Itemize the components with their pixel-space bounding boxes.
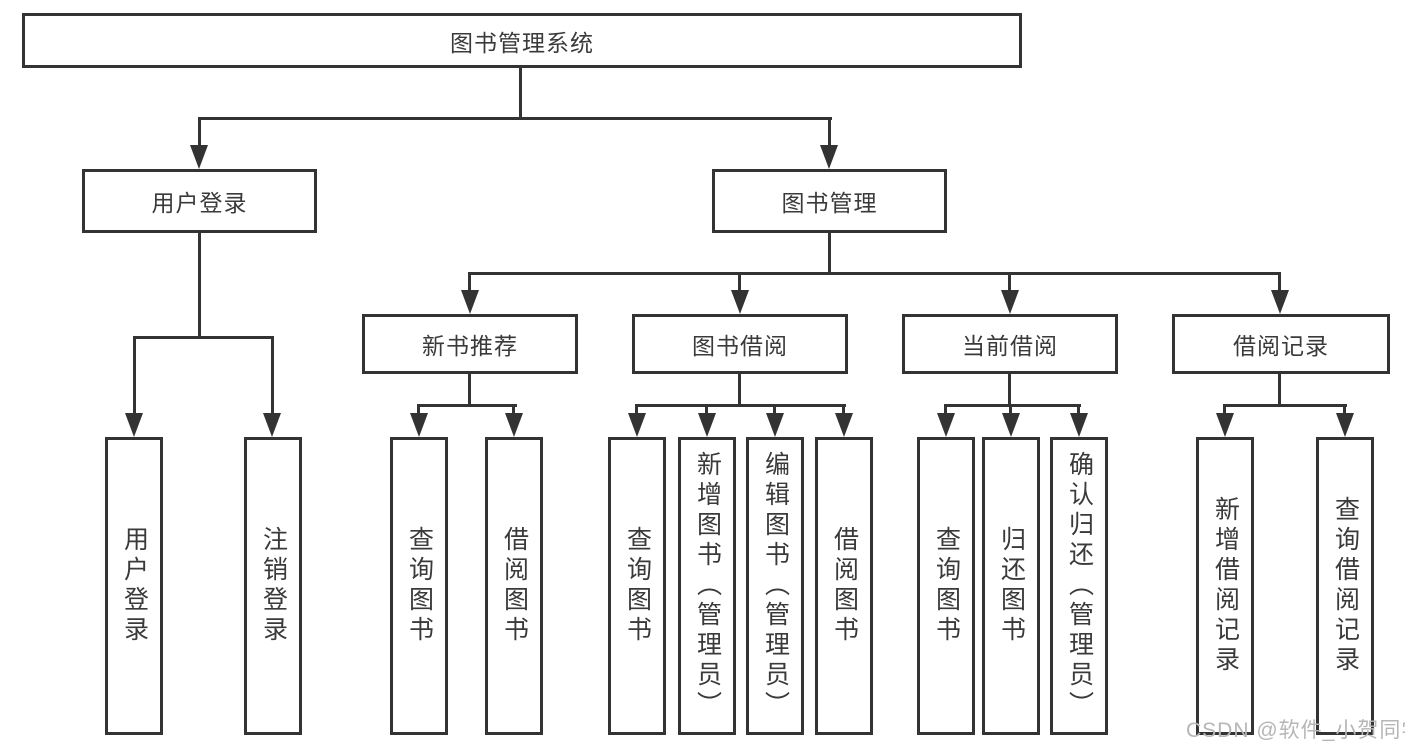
leaf-borrow-book: 借阅图书 xyxy=(815,437,873,735)
leaf-query-book-current: 查询图书 xyxy=(917,437,975,735)
connector-line xyxy=(468,374,471,406)
connector-line xyxy=(738,374,741,406)
leaf-add-book-admin: 新增图书（管理员） xyxy=(678,437,736,735)
leaf-borrow-book-label: 借阅图书 xyxy=(830,526,859,646)
arrow-head xyxy=(410,413,428,437)
connector-line xyxy=(1343,404,1346,416)
watermark: CSDN @软件_小贺同学 xyxy=(1186,719,1405,742)
connector-line xyxy=(738,272,741,296)
connector-line xyxy=(198,233,201,337)
connector-line xyxy=(705,404,708,416)
leaf-logout: 注销登录 xyxy=(244,437,302,735)
arrow-head xyxy=(1001,290,1019,314)
leaf-user-login: 用户登录 xyxy=(105,437,163,735)
leaf-add-borrow-record: 新增借阅记录 xyxy=(1196,437,1254,735)
arrow-head xyxy=(835,413,853,437)
leaf-return-book: 归还图书 xyxy=(982,437,1040,735)
leaf-add-borrow-record-label: 新增借阅记录 xyxy=(1211,496,1240,676)
node-current-borrow-label: 当前借阅 xyxy=(962,333,1058,359)
arrow-head xyxy=(628,413,646,437)
node-root-label: 图书管理系统 xyxy=(450,29,594,56)
connector-line xyxy=(468,272,1281,275)
leaf-query-book-borrow: 查询图书 xyxy=(608,437,666,735)
leaf-borrow-book-recommend: 借阅图书 xyxy=(485,437,543,735)
leaf-edit-book-admin-label: 编辑图书（管理员） xyxy=(761,451,790,721)
node-book-borrow: 图书借阅 xyxy=(632,314,848,374)
leaf-logout-label: 注销登录 xyxy=(259,526,288,646)
connector-line xyxy=(1077,404,1080,416)
node-user-login-label: 用户登录 xyxy=(151,190,248,216)
connector-line xyxy=(417,404,420,416)
connector-line xyxy=(1223,404,1347,407)
connector-line xyxy=(519,68,522,118)
leaf-query-borrow-record: 查询借阅记录 xyxy=(1316,437,1374,735)
node-borrow-records: 借阅记录 xyxy=(1172,314,1390,374)
leaf-query-book-recommend-label: 查询图书 xyxy=(405,526,434,646)
leaf-borrow-book-recommend-label: 借阅图书 xyxy=(500,526,529,646)
leaf-user-login-label: 用户登录 xyxy=(120,526,149,646)
connector-line xyxy=(512,404,515,416)
connector-line xyxy=(198,117,832,120)
connector-line xyxy=(828,117,831,151)
connector-line xyxy=(1278,272,1281,296)
arrow-head xyxy=(731,290,749,314)
connector-line xyxy=(1009,404,1012,416)
leaf-add-book-admin-label: 新增图书（管理员） xyxy=(693,451,722,721)
node-book-management-label: 图书管理 xyxy=(781,190,878,216)
connector-line xyxy=(1223,404,1226,416)
node-current-borrow: 当前借阅 xyxy=(902,314,1118,374)
connector-line xyxy=(635,404,638,416)
leaf-query-book-recommend: 查询图书 xyxy=(390,437,448,735)
node-new-book-recommend-label: 新书推荐 xyxy=(422,333,518,359)
connector-line xyxy=(842,404,845,416)
node-user-login: 用户登录 xyxy=(82,169,317,233)
arrow-head xyxy=(125,413,143,437)
connector-line xyxy=(417,404,517,407)
connector-line xyxy=(773,404,776,416)
arrow-head xyxy=(461,290,479,314)
arrow-head xyxy=(766,413,784,437)
connector-line xyxy=(1008,374,1011,406)
leaf-query-book-borrow-label: 查询图书 xyxy=(623,526,652,646)
arrow-head xyxy=(820,145,838,169)
node-root: 图书管理系统 xyxy=(22,13,1022,68)
connector-line xyxy=(271,336,274,418)
leaf-return-book-label: 归还图书 xyxy=(997,526,1026,646)
connector-line xyxy=(468,272,471,296)
arrow-head xyxy=(505,413,523,437)
connector-line xyxy=(1008,272,1011,296)
node-book-borrow-label: 图书借阅 xyxy=(692,333,788,359)
arrow-head xyxy=(190,145,208,169)
connector-line xyxy=(944,404,947,416)
arrow-head xyxy=(1336,413,1354,437)
node-new-book-recommend: 新书推荐 xyxy=(362,314,578,374)
connector-line xyxy=(133,336,136,418)
leaf-edit-book-admin: 编辑图书（管理员） xyxy=(746,437,804,735)
arrow-head xyxy=(937,413,955,437)
node-borrow-records-label: 借阅记录 xyxy=(1233,333,1329,359)
leaf-confirm-return-admin: 确认归还（管理员） xyxy=(1050,437,1108,735)
connector-line xyxy=(1278,374,1281,406)
arrow-head xyxy=(1271,290,1289,314)
connector-line xyxy=(828,233,831,274)
connector-line xyxy=(198,117,201,151)
arrow-head xyxy=(698,413,716,437)
leaf-query-book-current-label: 查询图书 xyxy=(932,526,961,646)
leaf-confirm-return-admin-label: 确认归还（管理员） xyxy=(1065,451,1094,721)
leaf-query-borrow-record-label: 查询借阅记录 xyxy=(1331,496,1360,676)
connector-line xyxy=(133,336,274,339)
connector-line xyxy=(635,404,846,407)
connector-line xyxy=(944,404,1081,407)
arrow-head xyxy=(1070,413,1088,437)
arrow-head xyxy=(1216,413,1234,437)
arrow-head xyxy=(1002,413,1020,437)
node-book-management: 图书管理 xyxy=(712,169,947,233)
arrow-head xyxy=(263,413,281,437)
